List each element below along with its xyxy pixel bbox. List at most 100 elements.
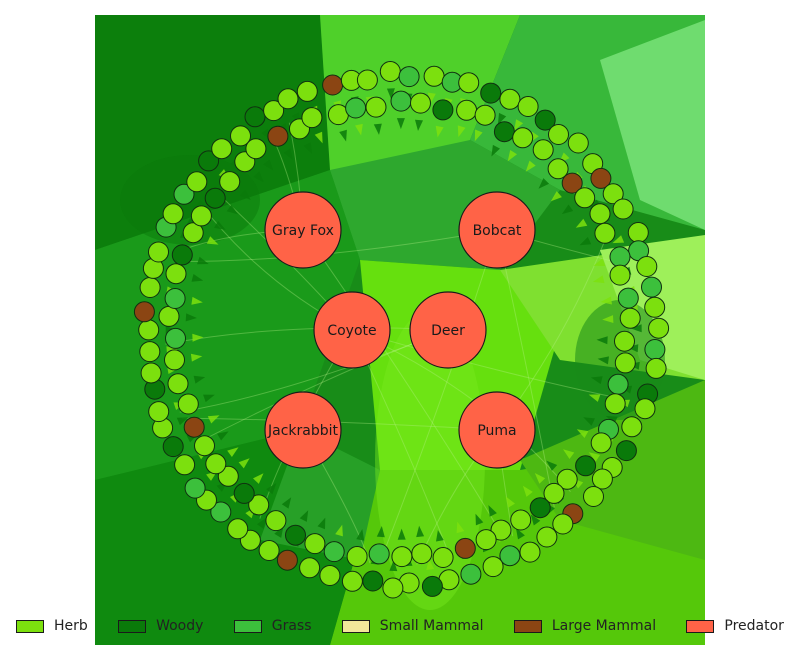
species-node[interactable] [304,533,326,555]
species-node[interactable] [148,241,169,263]
species-node[interactable] [204,187,226,209]
species-node[interactable] [341,570,363,592]
species-node[interactable] [398,66,420,88]
species-node[interactable] [138,319,160,341]
species-node[interactable] [345,97,367,119]
species-node[interactable] [139,277,161,298]
species-node[interactable] [529,497,551,519]
species-node[interactable] [432,547,454,568]
species-node[interactable] [319,565,341,586]
species-node[interactable] [362,570,384,592]
hub-jackrabbit[interactable]: Jackrabbit [264,391,342,469]
species-node[interactable] [190,205,212,227]
species-node[interactable] [219,171,241,193]
species-node[interactable] [602,183,624,205]
species-node[interactable] [205,453,227,475]
species-node[interactable] [230,125,251,147]
species-node[interactable] [552,513,574,535]
species-node[interactable] [184,477,206,499]
species-node[interactable] [182,222,204,244]
species-node[interactable] [567,132,589,154]
species-node[interactable] [519,541,541,563]
species-node[interactable] [227,518,249,540]
species-node[interactable] [162,436,184,458]
species-node[interactable] [171,244,193,266]
species-node[interactable] [379,61,401,82]
species-node[interactable] [607,373,629,395]
species-node[interactable] [458,72,480,94]
species-node[interactable] [634,398,656,420]
species-node[interactable] [454,537,476,559]
species-node[interactable] [244,106,266,128]
species-node[interactable] [594,222,616,244]
species-node[interactable] [547,158,569,180]
species-node[interactable] [346,546,368,567]
species-node[interactable] [217,465,239,487]
species-node[interactable] [619,307,641,329]
species-node[interactable] [644,339,666,360]
species-node[interactable] [174,454,196,476]
species-node[interactable] [493,121,515,143]
species-node[interactable] [158,305,180,327]
species-node[interactable] [499,545,521,567]
species-node[interactable] [411,543,433,565]
species-node[interactable] [245,138,267,160]
species-node[interactable] [233,482,255,504]
species-node[interactable] [267,125,289,147]
species-node[interactable] [536,526,558,548]
species-node[interactable] [534,109,556,131]
species-node[interactable] [165,327,186,349]
species-node[interactable] [423,65,445,87]
species-node[interactable] [263,100,285,122]
species-node[interactable] [258,540,280,561]
species-node[interactable] [177,393,199,415]
species-node[interactable] [517,96,539,117]
species-node[interactable] [644,296,666,318]
species-node[interactable] [612,198,634,220]
species-node[interactable] [162,203,184,225]
species-node[interactable] [589,203,611,225]
species-node[interactable] [198,150,220,172]
species-node[interactable] [609,246,631,268]
species-node[interactable] [548,124,569,145]
species-node[interactable] [590,432,612,454]
species-node[interactable] [609,264,631,286]
species-node[interactable] [460,563,482,585]
species-node[interactable] [621,416,643,438]
species-node[interactable] [183,416,205,438]
species-node[interactable] [641,276,662,298]
species-node[interactable] [186,171,208,193]
species-node[interactable] [210,501,232,523]
species-node[interactable] [648,317,670,339]
species-node[interactable] [583,486,604,507]
species-node[interactable] [277,88,299,110]
species-node[interactable] [421,575,443,597]
hub-deer[interactable]: Deer [409,291,487,369]
species-node[interactable] [543,482,565,504]
species-node[interactable] [211,138,233,160]
species-node[interactable] [512,127,534,149]
hub-puma[interactable]: Puma [458,391,536,469]
species-node[interactable] [164,288,186,309]
species-node[interactable] [167,373,189,395]
species-node[interactable] [480,82,502,104]
hub-coyote[interactable]: Coyote [313,291,391,369]
species-node[interactable] [164,349,185,371]
species-node[interactable] [276,549,298,571]
species-node[interactable] [248,494,270,516]
species-node[interactable] [482,556,504,578]
species-node[interactable] [590,167,612,189]
species-node[interactable] [532,139,554,161]
species-node[interactable] [382,577,404,599]
species-node[interactable] [556,468,578,490]
species-node[interactable] [285,524,306,546]
species-node[interactable] [456,99,478,121]
species-node[interactable] [356,69,378,91]
species-node[interactable] [591,468,613,490]
species-node[interactable] [410,92,431,114]
species-node[interactable] [614,352,636,374]
species-node[interactable] [574,187,596,209]
species-node[interactable] [614,330,635,352]
species-node[interactable] [148,401,170,423]
species-node[interactable] [645,357,667,379]
